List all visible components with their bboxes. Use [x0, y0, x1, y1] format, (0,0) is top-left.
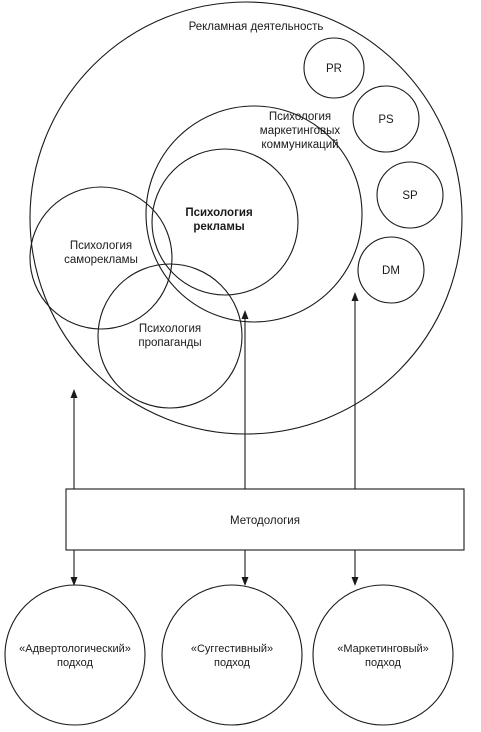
pr-label: PR [326, 63, 342, 75]
advertological-approach-line2: подход [57, 657, 94, 669]
sp-label: SP [402, 190, 418, 202]
sp-circle [376, 161, 444, 229]
suggestive-approach-line2: подход [214, 657, 251, 669]
propaganda-label-line1: Психология [139, 323, 201, 335]
advertological-approach-line1: «Адвертологический» [19, 643, 131, 655]
marketing-approach-circle [312, 584, 454, 726]
self-advertising-label-line1: Психология [70, 240, 132, 252]
dm-label: DM [382, 265, 400, 277]
dm-circle [357, 236, 425, 304]
up-arrowhead-right [351, 292, 359, 301]
marketing-comm-label-line3: коммуникаций [261, 139, 338, 151]
methodology-box [65, 488, 465, 551]
methodology-label: Методология [230, 515, 300, 527]
advertological-approach-circle [4, 584, 146, 726]
self-advertising-circle [29, 186, 173, 330]
self-advertising-label-line2: саморекламы [64, 254, 138, 266]
marketing-approach-line1: «Маркетинговый» [337, 643, 429, 655]
marketing-approach-line2: подход [365, 657, 402, 669]
suggestive-approach-line1: «Суггестивный» [191, 643, 273, 655]
advertising-activity-circle [29, 1, 463, 435]
down-arrowhead-left [70, 577, 78, 586]
advertising-activity-label: Рекламная деятельность [189, 21, 324, 33]
pr-circle [303, 37, 365, 99]
propaganda-label-line2: пропаганды [138, 337, 201, 349]
marketing-communications-circle [145, 105, 363, 323]
marketing-comm-label-line1: Психология [269, 111, 331, 123]
suggestive-approach-circle [161, 584, 303, 726]
down-arrowhead-center [241, 577, 249, 586]
ps-circle [352, 85, 420, 153]
advertising-psychology-label-line2: рекламы [193, 221, 245, 233]
ps-label: PS [378, 114, 394, 126]
up-arrowhead-left [70, 389, 78, 398]
advertising-psychology-label-line1: Психология [185, 207, 252, 219]
up-arrowhead-center [241, 310, 249, 319]
advertising-psychology-circle [151, 148, 299, 296]
marketing-comm-label-line2: маркетинговых [260, 125, 341, 137]
down-arrowhead-right [351, 577, 359, 586]
propaganda-circle [97, 263, 243, 409]
